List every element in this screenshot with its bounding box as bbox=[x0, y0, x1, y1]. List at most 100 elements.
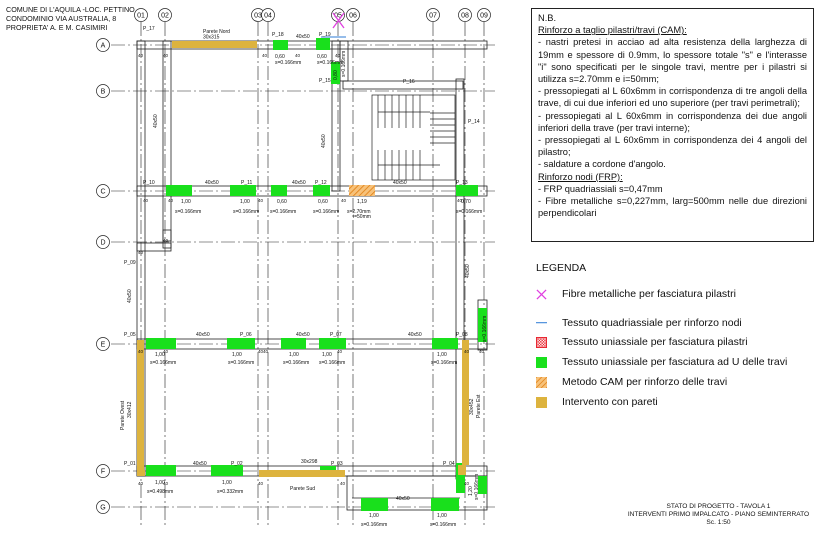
pillar-label: P_11 bbox=[241, 180, 253, 186]
axis-bubble-col bbox=[261, 8, 275, 22]
dim-40-label: 40 bbox=[163, 53, 169, 58]
fibre-x-icon bbox=[332, 12, 345, 29]
green-square-icon bbox=[536, 357, 547, 368]
wall-intervention-fill bbox=[458, 465, 466, 475]
pillar-label: P_01 bbox=[124, 461, 136, 467]
dim-40-label: 40 bbox=[143, 198, 149, 203]
wall-label: Parete Nord bbox=[203, 29, 230, 35]
axis-bubble-row bbox=[96, 84, 110, 98]
thickness-label: s=0.166mm bbox=[175, 209, 201, 215]
notes-frp-1: - FRP quadriassiali s=0,47mm bbox=[538, 183, 663, 194]
u-wrap-fill bbox=[456, 463, 465, 493]
thickness-label: s=2.70mm bbox=[347, 209, 370, 215]
pillar-label: P_03 bbox=[331, 461, 343, 467]
wall-dim-label: 30x452 bbox=[469, 398, 475, 415]
axis-label-col: 03 bbox=[254, 13, 262, 20]
thickness-label: s=0.166mm bbox=[341, 51, 347, 77]
u-wrap-fill bbox=[271, 185, 287, 196]
beam-dim-label: 40x50 bbox=[465, 264, 471, 278]
axis-bubble-col bbox=[346, 8, 360, 22]
dim-40-label: 40 bbox=[262, 53, 268, 58]
axis-bubble-col bbox=[158, 8, 172, 22]
wall-intervention-fill bbox=[172, 41, 257, 48]
strip-width-label: 0,70 bbox=[461, 199, 471, 205]
title-block-scale: Sc. 1:50 bbox=[706, 519, 731, 526]
beam-dim-label: 40x50 bbox=[393, 180, 407, 186]
thickness-label: s=0.166mm bbox=[275, 60, 301, 66]
beam-dim-label: 40x50 bbox=[296, 34, 310, 40]
dim-40-label: 40 bbox=[163, 481, 169, 486]
u-wrap-fill bbox=[478, 308, 487, 342]
line-icon bbox=[536, 322, 547, 324]
u-wrap-fill bbox=[331, 62, 340, 84]
thickness-label: s=0.166mm bbox=[313, 209, 339, 215]
header-owner: PROPRIETA' A. E M. CASIMIRI bbox=[6, 23, 108, 32]
thickness-label: s=0.498mm bbox=[147, 489, 173, 495]
stair-outline bbox=[371, 94, 456, 181]
strip-width-label: 0,80 bbox=[333, 70, 339, 80]
u-wrap-fill bbox=[281, 338, 306, 349]
u-wrap-fill bbox=[166, 185, 192, 196]
axis-label-row: A bbox=[101, 43, 106, 50]
axis-label-col: 05 bbox=[334, 13, 342, 20]
thickness-label: s=0.166mm bbox=[283, 360, 309, 366]
notes-nb: N.B. bbox=[538, 13, 557, 23]
u-wrap-fill bbox=[273, 40, 288, 50]
pillar-label: P_13 bbox=[456, 180, 468, 186]
thickness-label: s=0.166mm bbox=[482, 316, 488, 342]
thickness-label: s=0.166mm bbox=[233, 209, 259, 215]
title-block: STATO DI PROGETTO - TAVOLA 1 INTERVENTI … bbox=[616, 503, 821, 527]
dim-40-label: 40 bbox=[138, 53, 144, 58]
thickness-label: s=0.166mm bbox=[270, 209, 296, 215]
thickness-label: i=50mm bbox=[353, 214, 371, 220]
strip-width-label: 0,60 bbox=[317, 54, 327, 60]
thickness-label: s=0.166mm bbox=[317, 60, 343, 66]
dim-40-label: 40 bbox=[335, 53, 341, 58]
strip-width-label: 1,00 bbox=[369, 513, 379, 519]
beam-dim-label: 40x50 bbox=[205, 180, 219, 186]
wall-intervention-fill bbox=[259, 470, 345, 477]
legend: LEGENDA Fibre metalliche per fasciatura … bbox=[536, 262, 787, 408]
legend-label: Metodo CAM per rinforzo delle travi bbox=[562, 376, 728, 388]
pillar-label: P_08 bbox=[456, 332, 468, 338]
pillar-label: P_16 bbox=[403, 79, 415, 85]
axis-label-row: C bbox=[100, 189, 105, 196]
wall-dim-label: 30x315 bbox=[203, 35, 220, 41]
axis-label-row: B bbox=[101, 89, 106, 96]
pillar-label: P_10 bbox=[143, 180, 155, 186]
u-wrap-fill bbox=[319, 338, 346, 349]
u-wrap-fill bbox=[230, 185, 256, 196]
axis-bubble-row bbox=[96, 500, 110, 514]
axis-label-row: G bbox=[100, 505, 105, 512]
wall-label: Parete Ovest bbox=[120, 400, 126, 430]
reinforcement-fills bbox=[137, 12, 487, 511]
wall-intervention-fill bbox=[137, 470, 145, 476]
dim-40-label: 40 bbox=[263, 349, 269, 354]
beam-dim-label: 40x50 bbox=[193, 461, 207, 467]
wall-dim-label: 30x298 bbox=[301, 459, 318, 465]
beam-dim-label: 40x50 bbox=[396, 496, 410, 502]
notes-box: N.B. Rinforzo a taglio pilastri/travi (C… bbox=[531, 8, 814, 242]
strip-width-label: 1,00 bbox=[289, 352, 299, 358]
strip-width-label: 1,00 bbox=[181, 199, 191, 205]
strip-width-label: 1,19 bbox=[357, 199, 367, 205]
notes-cam-5: - saldature a cordone d'angolo. bbox=[538, 159, 666, 170]
u-wrap-fill bbox=[211, 465, 243, 476]
u-wrap-fill bbox=[432, 338, 458, 349]
pillar-label: P_12 bbox=[315, 180, 327, 186]
dim-40-label: 40 bbox=[464, 481, 470, 486]
u-wrap-fill bbox=[313, 185, 330, 196]
axis-bubble-row bbox=[96, 464, 110, 478]
pillar-label: P_19 bbox=[319, 32, 331, 38]
thickness-label: s=0.166mm bbox=[319, 360, 345, 366]
cam-hatch-fill bbox=[349, 185, 375, 196]
thickness-label: s=0.332mm bbox=[217, 489, 243, 495]
gold-square-icon bbox=[536, 397, 547, 408]
dim-40-label: 40 bbox=[341, 198, 347, 203]
orange-hatch-icon bbox=[536, 377, 547, 388]
u-wrap-fill bbox=[316, 38, 330, 50]
beam-dim-label: 40x50 bbox=[296, 332, 310, 338]
